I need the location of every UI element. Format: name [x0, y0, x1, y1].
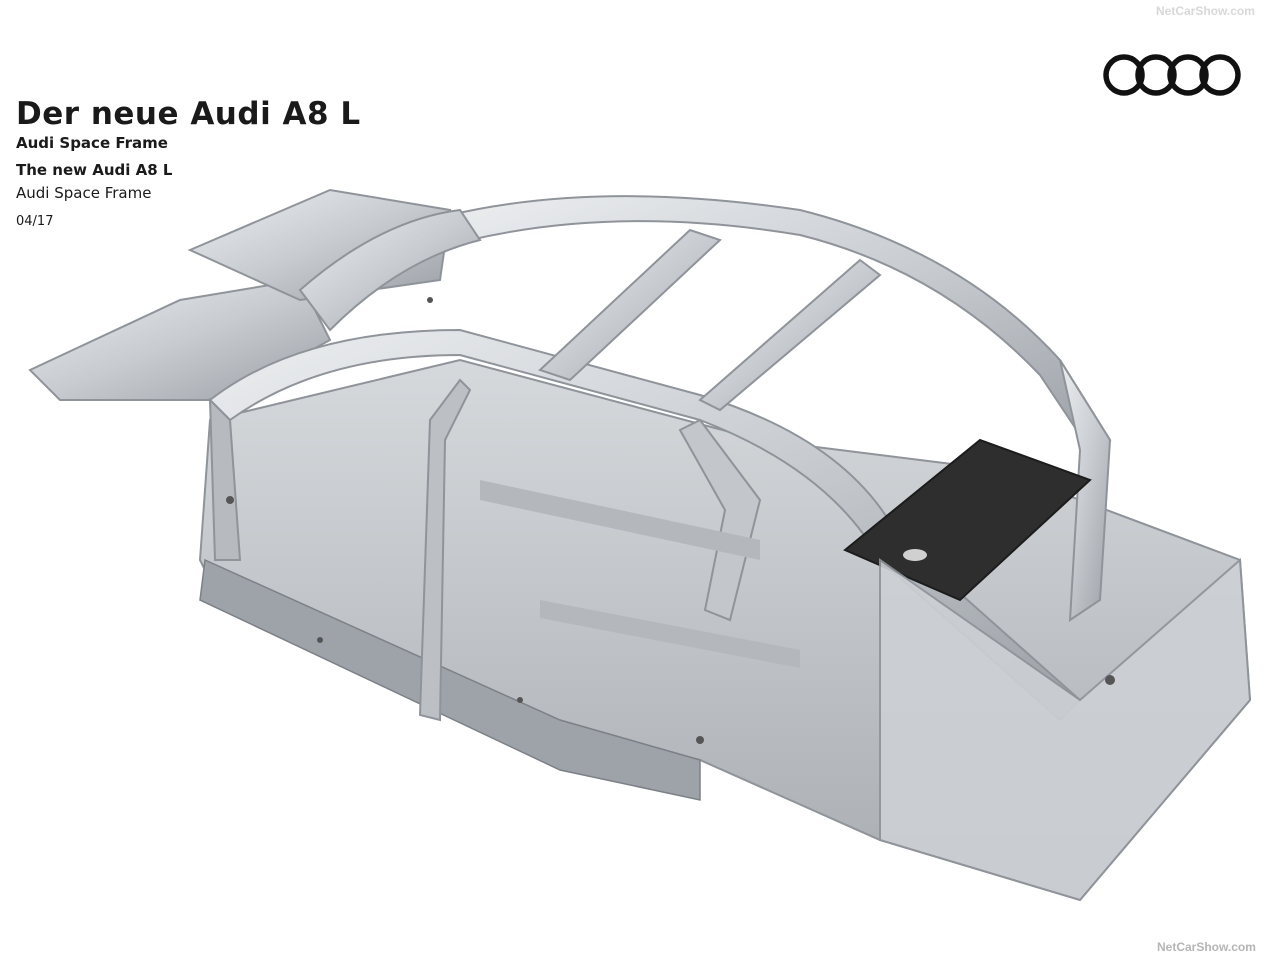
audi-logo [1103, 54, 1241, 96]
date-label: 04/17 [16, 214, 54, 229]
subtitle-de: Audi Space Frame [16, 134, 168, 152]
page-title: Der neue Audi A8 L [16, 96, 361, 132]
subtitle-en: Audi Space Frame [16, 184, 152, 202]
watermark-top: NetCarShow.com [1156, 4, 1255, 18]
title-en: The new Audi A8 L [16, 161, 173, 179]
watermark-bottom: NetCarShow.com [1157, 940, 1256, 954]
